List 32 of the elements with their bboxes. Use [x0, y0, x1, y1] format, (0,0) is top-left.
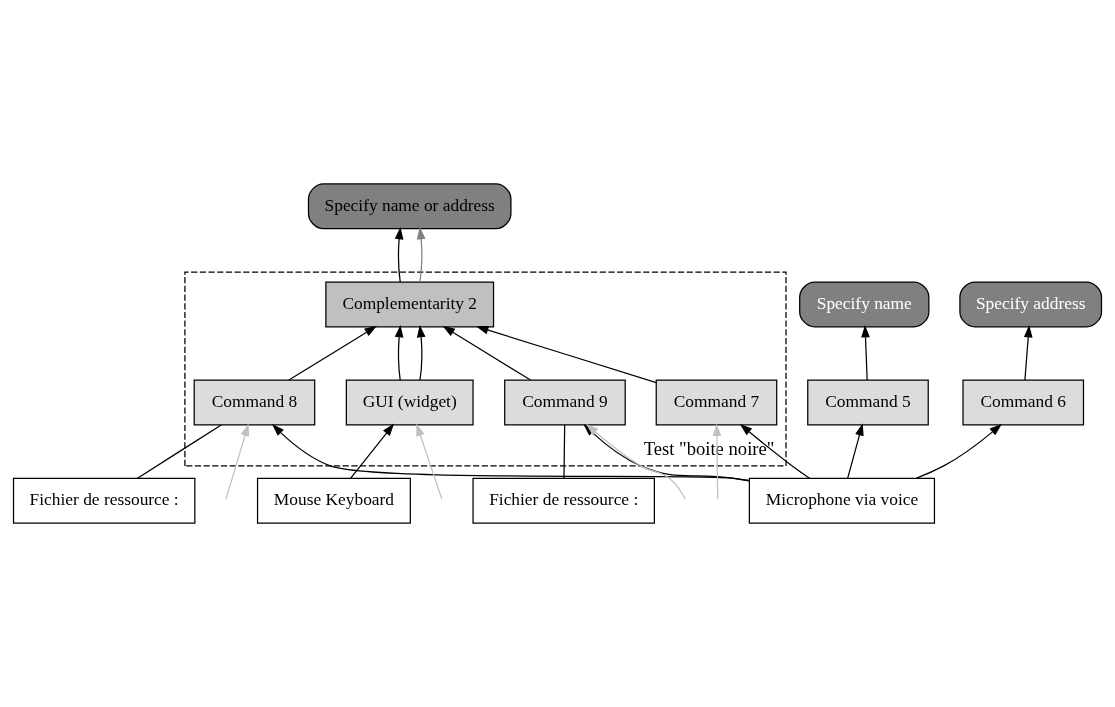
- arrow: [861, 324, 870, 381]
- node-box: Specify address: [959, 281, 1103, 328]
- arrow: [350, 423, 395, 479]
- arrow: [712, 423, 722, 500]
- connector: [563, 424, 566, 479]
- arrow: [739, 423, 811, 479]
- node-box: Command 9: [504, 379, 626, 426]
- node-box: Command 7: [655, 379, 778, 426]
- arrow: [394, 226, 404, 283]
- arrow: [416, 423, 443, 500]
- arrow: [416, 226, 426, 283]
- arrow: [1023, 324, 1033, 381]
- node-box: Command 8: [193, 379, 316, 426]
- node-box: Mouse Keyboard: [256, 477, 411, 524]
- node-box: Fichier de ressource :: [472, 477, 655, 524]
- arrow: [394, 325, 404, 381]
- arrow: [442, 325, 532, 381]
- arrow: [288, 325, 377, 381]
- arrow: [476, 325, 657, 384]
- node-box: Complementarity 2: [325, 281, 495, 328]
- node-box: Specify name: [799, 281, 930, 328]
- arrow: [916, 423, 1002, 479]
- connector: [136, 424, 222, 479]
- arrow: [416, 325, 426, 381]
- node-box: GUI (widget): [345, 379, 474, 426]
- node-box: Command 6: [962, 379, 1085, 426]
- node-box: Specify name or address: [307, 183, 512, 230]
- arrow: [225, 423, 250, 500]
- node-box: Microphone via voice: [748, 477, 936, 524]
- node-box: Command 5: [807, 379, 929, 426]
- arrow: [847, 423, 864, 479]
- node-box: Fichier de ressource :: [12, 477, 196, 524]
